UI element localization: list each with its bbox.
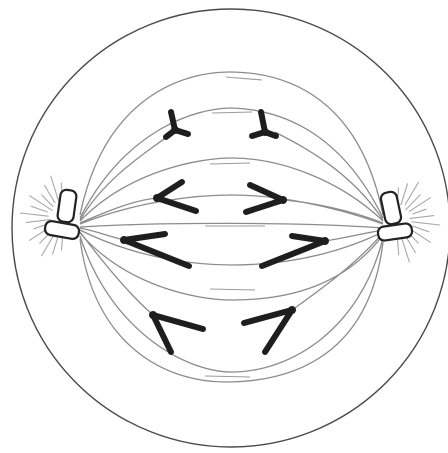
- centromere: [171, 126, 179, 134]
- centromere: [279, 196, 287, 204]
- centromere: [288, 306, 296, 314]
- centromere: [261, 128, 269, 136]
- centromere: [120, 236, 128, 244]
- left-centriole-vertical: [57, 189, 77, 223]
- centromere: [149, 311, 157, 319]
- centromere: [153, 194, 161, 202]
- centromere: [321, 237, 329, 245]
